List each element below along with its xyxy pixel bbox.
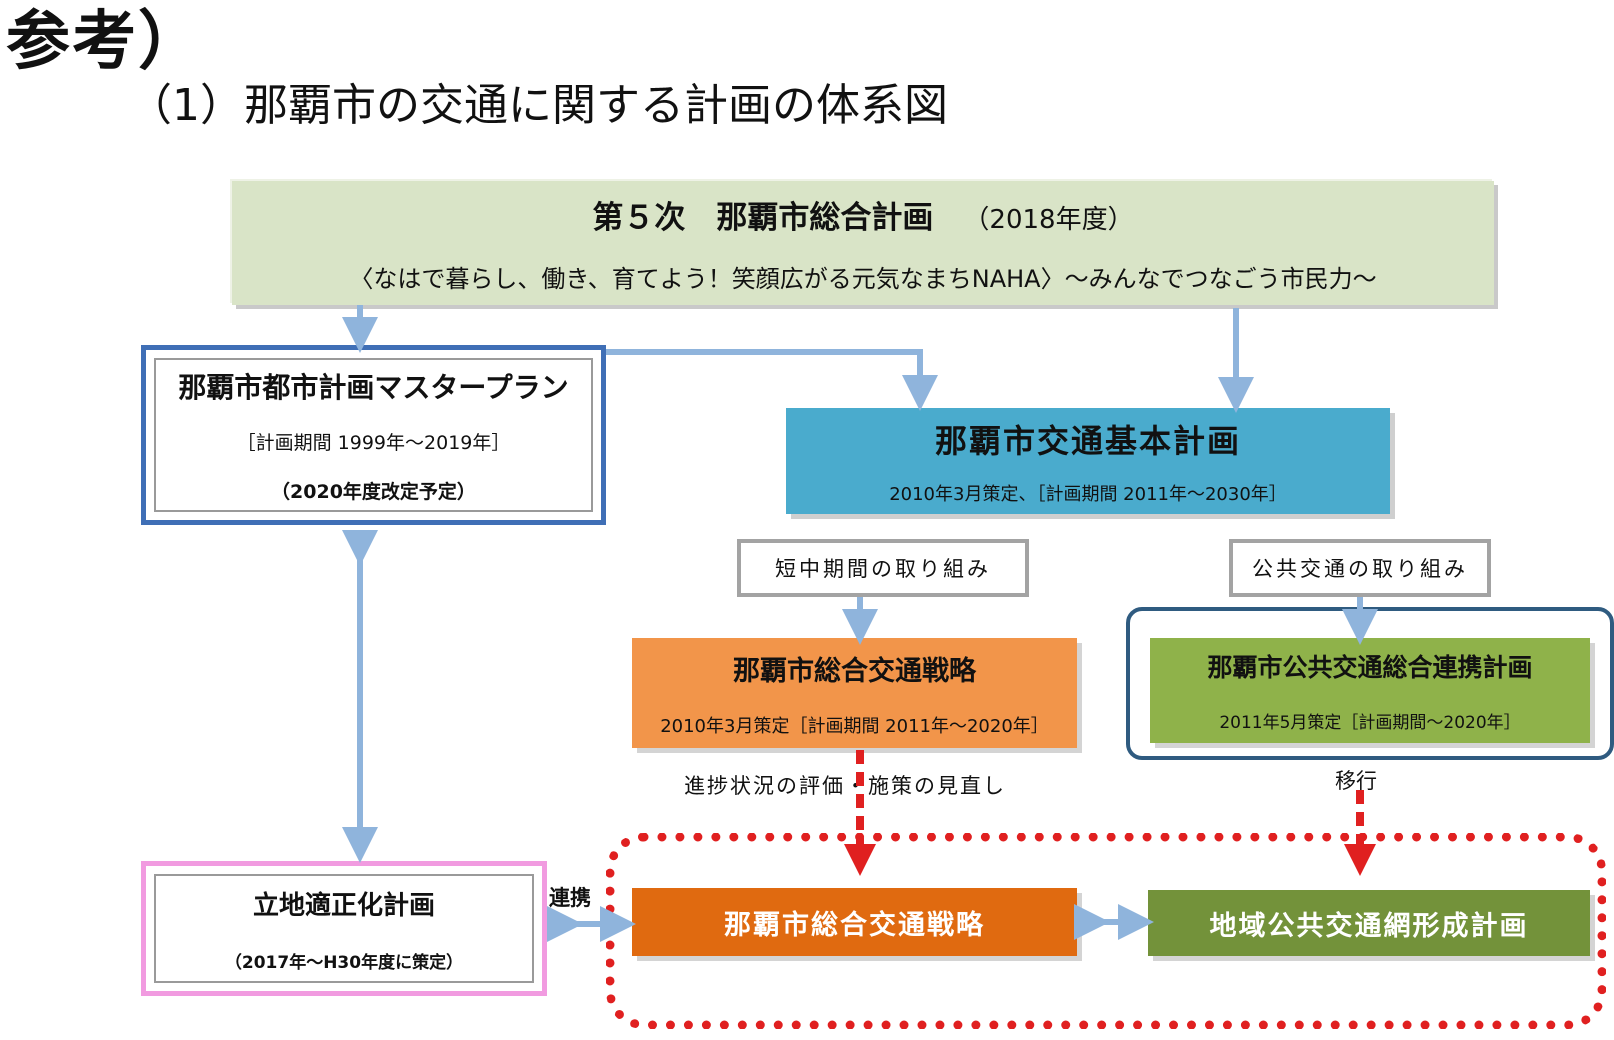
- transport-strategy-name: 那覇市総合交通戦略: [733, 655, 976, 687]
- master-plan-period: ［計画期間 1999年〜2019年］: [236, 432, 511, 454]
- comprehensive-plan-box: 第５次 那覇市総合計画 （2018年度） 〈なはで暮らし、働き、育てよう！笑顔広が…: [232, 181, 1494, 305]
- master-plan-revision: （2020年度改定予定）: [271, 481, 476, 503]
- location-plan-name: 立地適正化計画: [252, 890, 435, 921]
- transport-strategy-box: 那覇市総合交通戦略 2010年3月策定［計画期間 2011年〜2020年］: [632, 638, 1077, 748]
- public-transport-cooperation-plan-box: 那覇市公共交通総合連携計画 2011年5月策定［計画期間〜2020年］: [1150, 638, 1590, 743]
- location-optimization-plan-box: 立地適正化計画 （2017年〜H30年度に策定）: [141, 861, 547, 996]
- short-term-label: 短中期間の取り組み: [737, 539, 1029, 597]
- location-plan-detail: （2017年〜H30年度に策定）: [224, 952, 464, 973]
- transport-strategy-detail: 2010年3月策定［計画期間 2011年〜2020年］: [660, 715, 1049, 737]
- public-transport-label: 公共交通の取り組み: [1229, 539, 1491, 597]
- transport-basic-plan-name: 那覇市交通基本計画: [934, 422, 1241, 460]
- comprehensive-plan-year: （2018年度）: [963, 205, 1134, 235]
- progress-review-label: 進捗状況の評価・施策の見直し: [684, 774, 1006, 798]
- comprehensive-plan-slogan: 〈なはで暮らし、働き、育てよう！笑顔広がる元気なまちNAHA〉〜みんなでつなごう…: [349, 265, 1377, 293]
- page-heading: 参考）: [6, 5, 204, 79]
- transition-label: 移行: [1335, 769, 1377, 793]
- network-formation-plan-name: 地域公共交通網形成計画: [1209, 910, 1529, 942]
- master-plan-name: 那覇市都市計画マスタープラン: [178, 371, 569, 404]
- arrow-master-to-basic: [606, 349, 938, 411]
- new-transport-strategy-name: 那覇市総合交通戦略: [724, 909, 985, 941]
- cooperation-plan-name: 那覇市公共交通総合連携計画: [1207, 653, 1533, 682]
- transport-basic-plan-box: 那覇市交通基本計画 2010年3月策定、［計画期間 2011年〜2030年］: [786, 408, 1390, 514]
- new-transport-strategy-box: 那覇市総合交通戦略: [632, 888, 1077, 956]
- network-formation-plan-box: 地域公共交通網形成計画: [1148, 890, 1590, 956]
- comprehensive-plan-title: 第５次 那覇市総合計画: [592, 200, 934, 236]
- master-plan-box: 那覇市都市計画マスタープラン ［計画期間 1999年〜2019年］ （2020年…: [141, 345, 606, 525]
- transport-basic-plan-detail: 2010年3月策定、［計画期間 2011年〜2030年］: [889, 484, 1287, 505]
- diagram-title: （1）那覇市の交通に関する計画の体系図: [128, 80, 948, 131]
- cooperation-plan-detail: 2011年5月策定［計画期間〜2020年］: [1219, 713, 1521, 733]
